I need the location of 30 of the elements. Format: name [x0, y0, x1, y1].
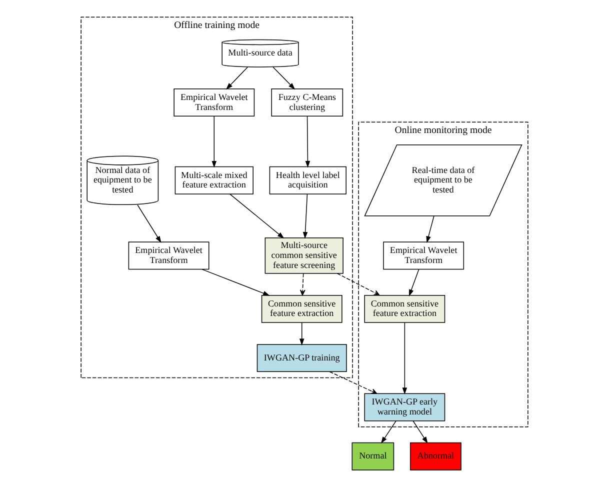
arrow	[426, 216, 434, 244]
arrow	[304, 116, 310, 168]
node-box: Multi-scale mixed feature extraction	[174, 166, 253, 194]
node-box: Abnormal	[409, 442, 461, 470]
arrow	[336, 273, 380, 296]
node-box: Fuzzy C-Means clustering	[270, 88, 343, 116]
arrow	[136, 204, 161, 243]
node-box: Empirical Wavelet Transform	[382, 242, 464, 270]
arrow	[299, 273, 305, 296]
node-box: IWGAN-GP training	[256, 344, 346, 372]
node-box: Common sensitive feature extraction	[260, 294, 342, 323]
arrow	[298, 322, 304, 346]
node-box: IWGAN-GP early warning model	[364, 393, 445, 422]
arrow	[412, 420, 428, 444]
arrow	[302, 194, 308, 239]
node-box: Multi-source common sensitive feature screening	[264, 237, 343, 274]
node-box: Empirical Wavelet Transform	[173, 88, 254, 116]
arrow	[328, 371, 377, 394]
arrow	[229, 194, 284, 239]
arrow	[211, 116, 216, 168]
node-box: Health level label acquisition	[268, 166, 346, 194]
node-box: Normal	[351, 442, 394, 470]
arrow	[225, 66, 248, 90]
arrow	[272, 66, 295, 90]
arrow	[402, 322, 407, 394]
arrow	[201, 268, 270, 296]
node-box: Common sensitive feature extraction	[364, 294, 445, 323]
arrow	[380, 420, 396, 444]
node-box: Empirical Wavelet Transform	[128, 242, 209, 270]
arrow	[408, 269, 419, 296]
